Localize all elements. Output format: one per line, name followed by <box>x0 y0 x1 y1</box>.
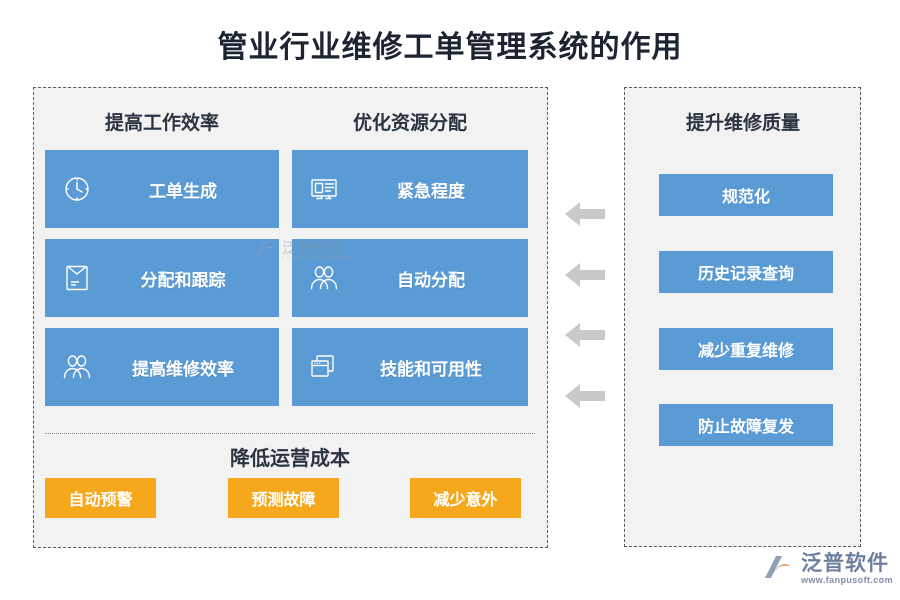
people-icon <box>45 353 109 381</box>
windows-icon <box>292 352 356 382</box>
section-divider <box>45 433 535 434</box>
cost-box-auto-alert[interactable]: 自动预警 <box>45 478 156 518</box>
section-header-quality: 提升维修质量 <box>685 112 800 134</box>
section-header-resource: 优化资源分配 <box>352 112 467 134</box>
right-panel <box>624 87 861 547</box>
cost-box-reduce-accidents[interactable]: 减少意外 <box>410 478 521 518</box>
clock-icon <box>45 174 109 204</box>
quality-box-standardization[interactable]: 规范化 <box>659 174 833 216</box>
brand-url: www.fanpusoft.com <box>801 575 893 586</box>
feature-box-urgency-level[interactable]: 紧急程度 <box>292 150 528 228</box>
feature-label: 工单生成 <box>149 181 217 202</box>
feature-box-auto-assignment[interactable]: 自动分配 <box>292 239 528 317</box>
brand-name: 泛普软件 <box>801 552 889 575</box>
feature-label: 技能和可用性 <box>380 359 482 380</box>
feature-box-assign-track[interactable]: 分配和跟踪 <box>45 239 279 317</box>
folder-icon <box>45 263 109 293</box>
brand-logo: 泛普软件 www.fanpusoft.com <box>762 552 893 586</box>
arrow-left-icon-2 <box>563 258 607 292</box>
arrow-left-icon-4 <box>563 379 607 413</box>
feature-box-skills-availability[interactable]: 技能和可用性 <box>292 328 528 406</box>
arrow-left-icon-3 <box>563 318 607 352</box>
people-icon <box>292 264 356 292</box>
page-title: 管业行业维修工单管理系统的作用 <box>217 30 683 65</box>
feature-label: 提高维修效率 <box>132 359 234 380</box>
section-header-efficiency: 提高工作效率 <box>104 112 219 134</box>
arrow-left-icon-1 <box>563 197 607 231</box>
fanpu-logo-icon <box>765 556 790 579</box>
quality-box-reduce-repeat-repair[interactable]: 减少重复维修 <box>659 328 833 370</box>
feature-box-work-order-generation[interactable]: 工单生成 <box>45 150 279 228</box>
list-document-icon <box>292 175 356 203</box>
quality-box-history-query[interactable]: 历史记录查询 <box>659 251 833 293</box>
cost-box-fault-prediction[interactable]: 预测故障 <box>228 478 339 518</box>
feature-label: 自动分配 <box>397 270 465 291</box>
feature-label: 紧急程度 <box>397 181 465 202</box>
quality-box-prevent-recurrence[interactable]: 防止故障复发 <box>659 404 833 446</box>
feature-label: 分配和跟踪 <box>140 270 226 291</box>
feature-box-repair-efficiency[interactable]: 提高维修效率 <box>45 328 279 406</box>
section-header-cost: 降低运营成本 <box>230 446 350 470</box>
